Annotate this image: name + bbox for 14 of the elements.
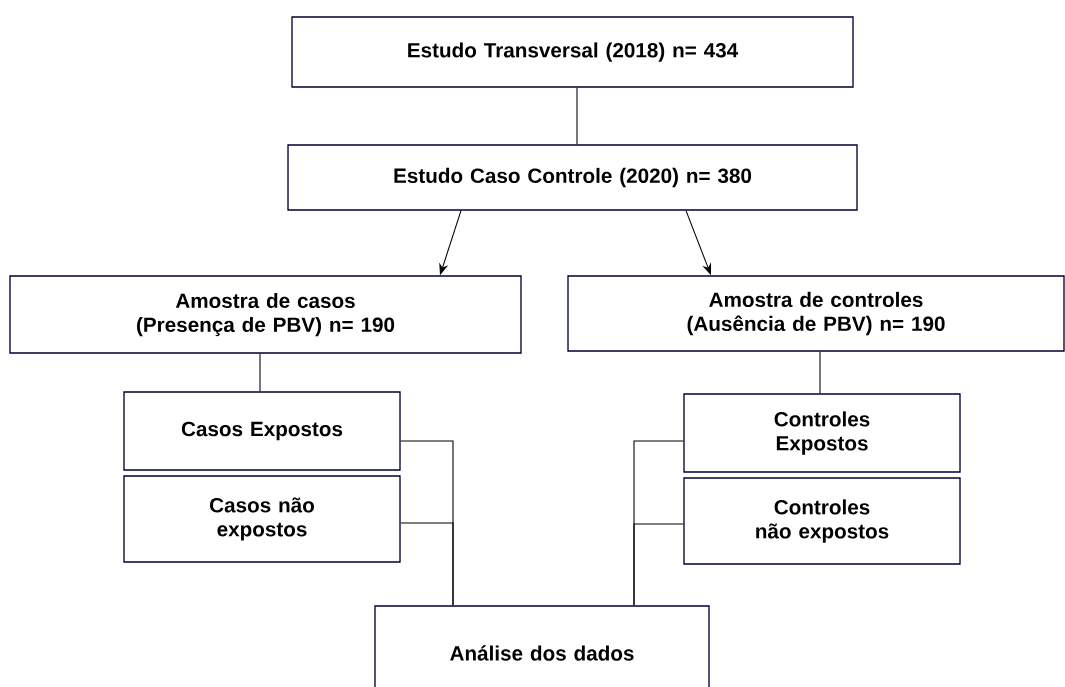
connector (576, 87, 578, 145)
process-box: Análise dos dados (374, 605, 710, 687)
process-box: Casos Expostos (123, 391, 401, 471)
connector (633, 523, 684, 606)
process-box: Estudo Caso Controle (2020) n= 380 (287, 144, 858, 211)
process-box: Casos não expostos (123, 475, 401, 563)
process-box: Controles não expostos (683, 477, 961, 565)
process-box: Amostra de casos (Presença de PBV) n= 190 (9, 275, 522, 354)
process-box: Estudo Transversal (2018) n= 434 (291, 16, 854, 88)
connector (259, 353, 261, 392)
connector (819, 351, 821, 394)
process-box: Controles Expostos (683, 393, 961, 473)
process-box: Amostra de controles (Ausência de PBV) n= 190 (567, 275, 1065, 352)
connector (400, 522, 454, 606)
